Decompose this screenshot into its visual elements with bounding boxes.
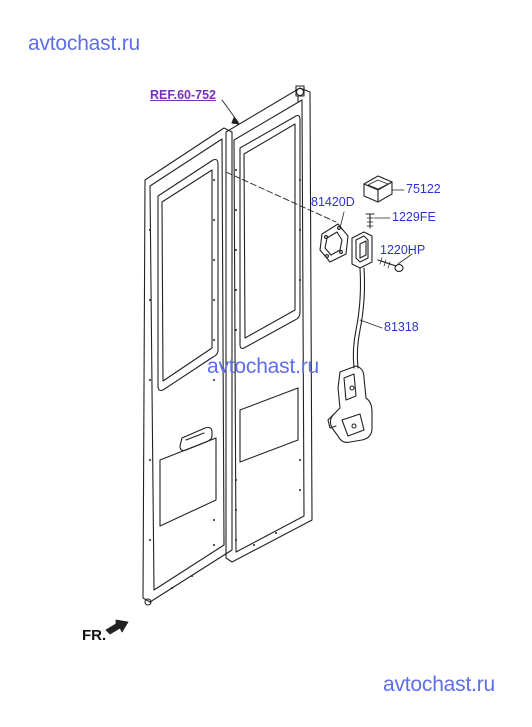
screw-1220HP bbox=[377, 257, 404, 273]
latch-assembly bbox=[351, 231, 373, 269]
right-door-panel bbox=[225, 85, 313, 563]
ref-leader bbox=[221, 99, 239, 123]
bracket-81420D bbox=[319, 223, 349, 263]
screw-1229FE bbox=[365, 213, 375, 229]
label-leaders bbox=[339, 189, 413, 329]
knob-75122 bbox=[363, 175, 393, 203]
left-lower-panel bbox=[159, 437, 217, 527]
front-direction-arrow bbox=[105, 619, 129, 635]
rivet-dots bbox=[149, 169, 301, 589]
front-direction-label: FR. bbox=[82, 627, 107, 644]
lock-mechanism bbox=[327, 365, 373, 443]
part-label-1229FE: 1229FE bbox=[392, 210, 436, 224]
watermark-top: avtochast.ru bbox=[28, 32, 140, 55]
part-label-75122: 75122 bbox=[406, 182, 441, 196]
rod-81318 bbox=[352, 267, 366, 369]
reference-label: REF.60-752 bbox=[150, 88, 217, 102]
part-label-81318: 81318 bbox=[384, 320, 419, 334]
left-door-panel bbox=[142, 127, 233, 606]
door-handle bbox=[179, 426, 213, 452]
top-hinge bbox=[295, 87, 305, 97]
watermark-bottom: avtochast.ru bbox=[383, 673, 495, 696]
leader-dashed bbox=[225, 171, 337, 223]
right-lower-panel bbox=[239, 387, 299, 463]
part-label-1220HP: 1220HP bbox=[380, 243, 426, 257]
part-label-81420D: 81420D bbox=[311, 195, 355, 209]
right-window bbox=[239, 114, 301, 350]
watermark-middle: avtochast.ru bbox=[207, 355, 319, 378]
left-window bbox=[157, 158, 219, 392]
bottom-hinge bbox=[144, 598, 152, 606]
